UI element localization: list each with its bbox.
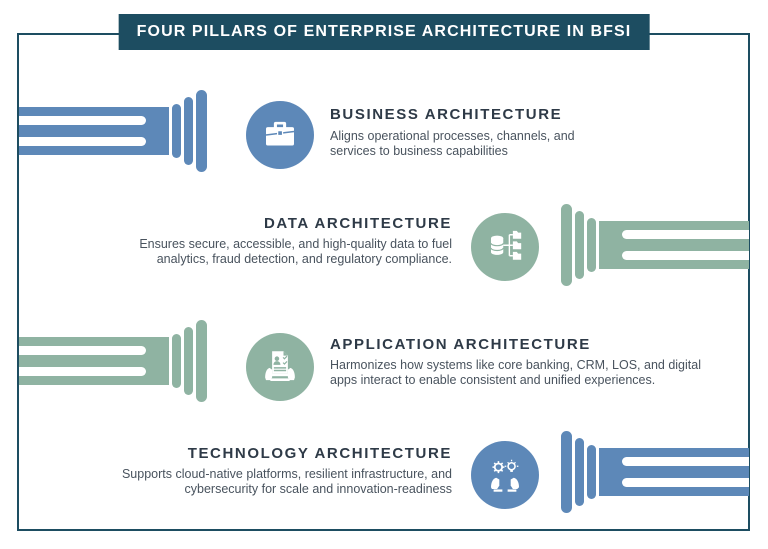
pillar-stripe	[19, 367, 146, 376]
pillar-graphic	[561, 204, 749, 286]
pillar-capital-bar	[196, 90, 207, 172]
pillar-graphic	[19, 320, 207, 402]
pillar-capital-bar	[172, 104, 181, 158]
pillar-capital-bar	[184, 327, 193, 395]
pillar-capital-bar	[575, 438, 584, 506]
page-title: FOUR PILLARS OF ENTERPRISE ARCHITECTURE …	[136, 23, 632, 40]
pillar-capital-bar	[587, 445, 596, 499]
section-description: Harmonizes how systems like core banking…	[330, 358, 701, 387]
pillar-shaft	[599, 448, 749, 496]
icon-badge	[246, 333, 314, 401]
section-description: Supports cloud-native platforms, resilie…	[121, 467, 452, 496]
section-heading: DATA ARCHITECTURE	[263, 215, 452, 232]
pillar-stripe	[622, 457, 749, 466]
pillar-graphic	[19, 90, 207, 172]
application-form-icon	[265, 351, 295, 381]
pillar-capital-bar	[184, 97, 193, 165]
hands-gear-bulb-icon	[491, 459, 519, 492]
title-banner: FOUR PILLARS OF ENTERPRISE ARCHITECTURE …	[118, 14, 650, 50]
pillar-stripe	[622, 251, 749, 260]
pillar-shaft	[19, 107, 169, 155]
pillar-graphic	[561, 431, 749, 513]
section-heading: APPLICATION ARCHITECTURE	[330, 336, 591, 353]
icon-badge	[471, 213, 539, 281]
section-description: Ensures secure, accessible, and high-qua…	[139, 237, 452, 266]
pillar-stripe	[622, 478, 749, 487]
pillar-capital-bar	[575, 211, 584, 279]
pillar-stripe	[19, 137, 146, 146]
pillar-capital-bar	[196, 320, 207, 402]
icon-badge	[246, 101, 314, 169]
pillar-stripe	[622, 230, 749, 239]
pillar-stripe	[19, 116, 146, 125]
pillar-capital-bar	[561, 204, 572, 286]
pillar-stripe	[19, 346, 146, 355]
pillar-shaft	[19, 337, 169, 385]
section-heading: BUSINESS ARCHITECTURE	[330, 106, 563, 123]
pillar-capital-bar	[172, 334, 181, 388]
icon-badge	[471, 441, 539, 509]
pillar-shaft	[599, 221, 749, 269]
database-flow-icon	[490, 230, 522, 260]
pillar-capital-bar	[587, 218, 596, 272]
section-heading: TECHNOLOGY ARCHITECTURE	[187, 445, 452, 462]
briefcase-icon	[265, 121, 295, 146]
pillar-capital-bar	[561, 431, 572, 513]
section-description: Aligns operational processes, channels, …	[330, 129, 575, 158]
